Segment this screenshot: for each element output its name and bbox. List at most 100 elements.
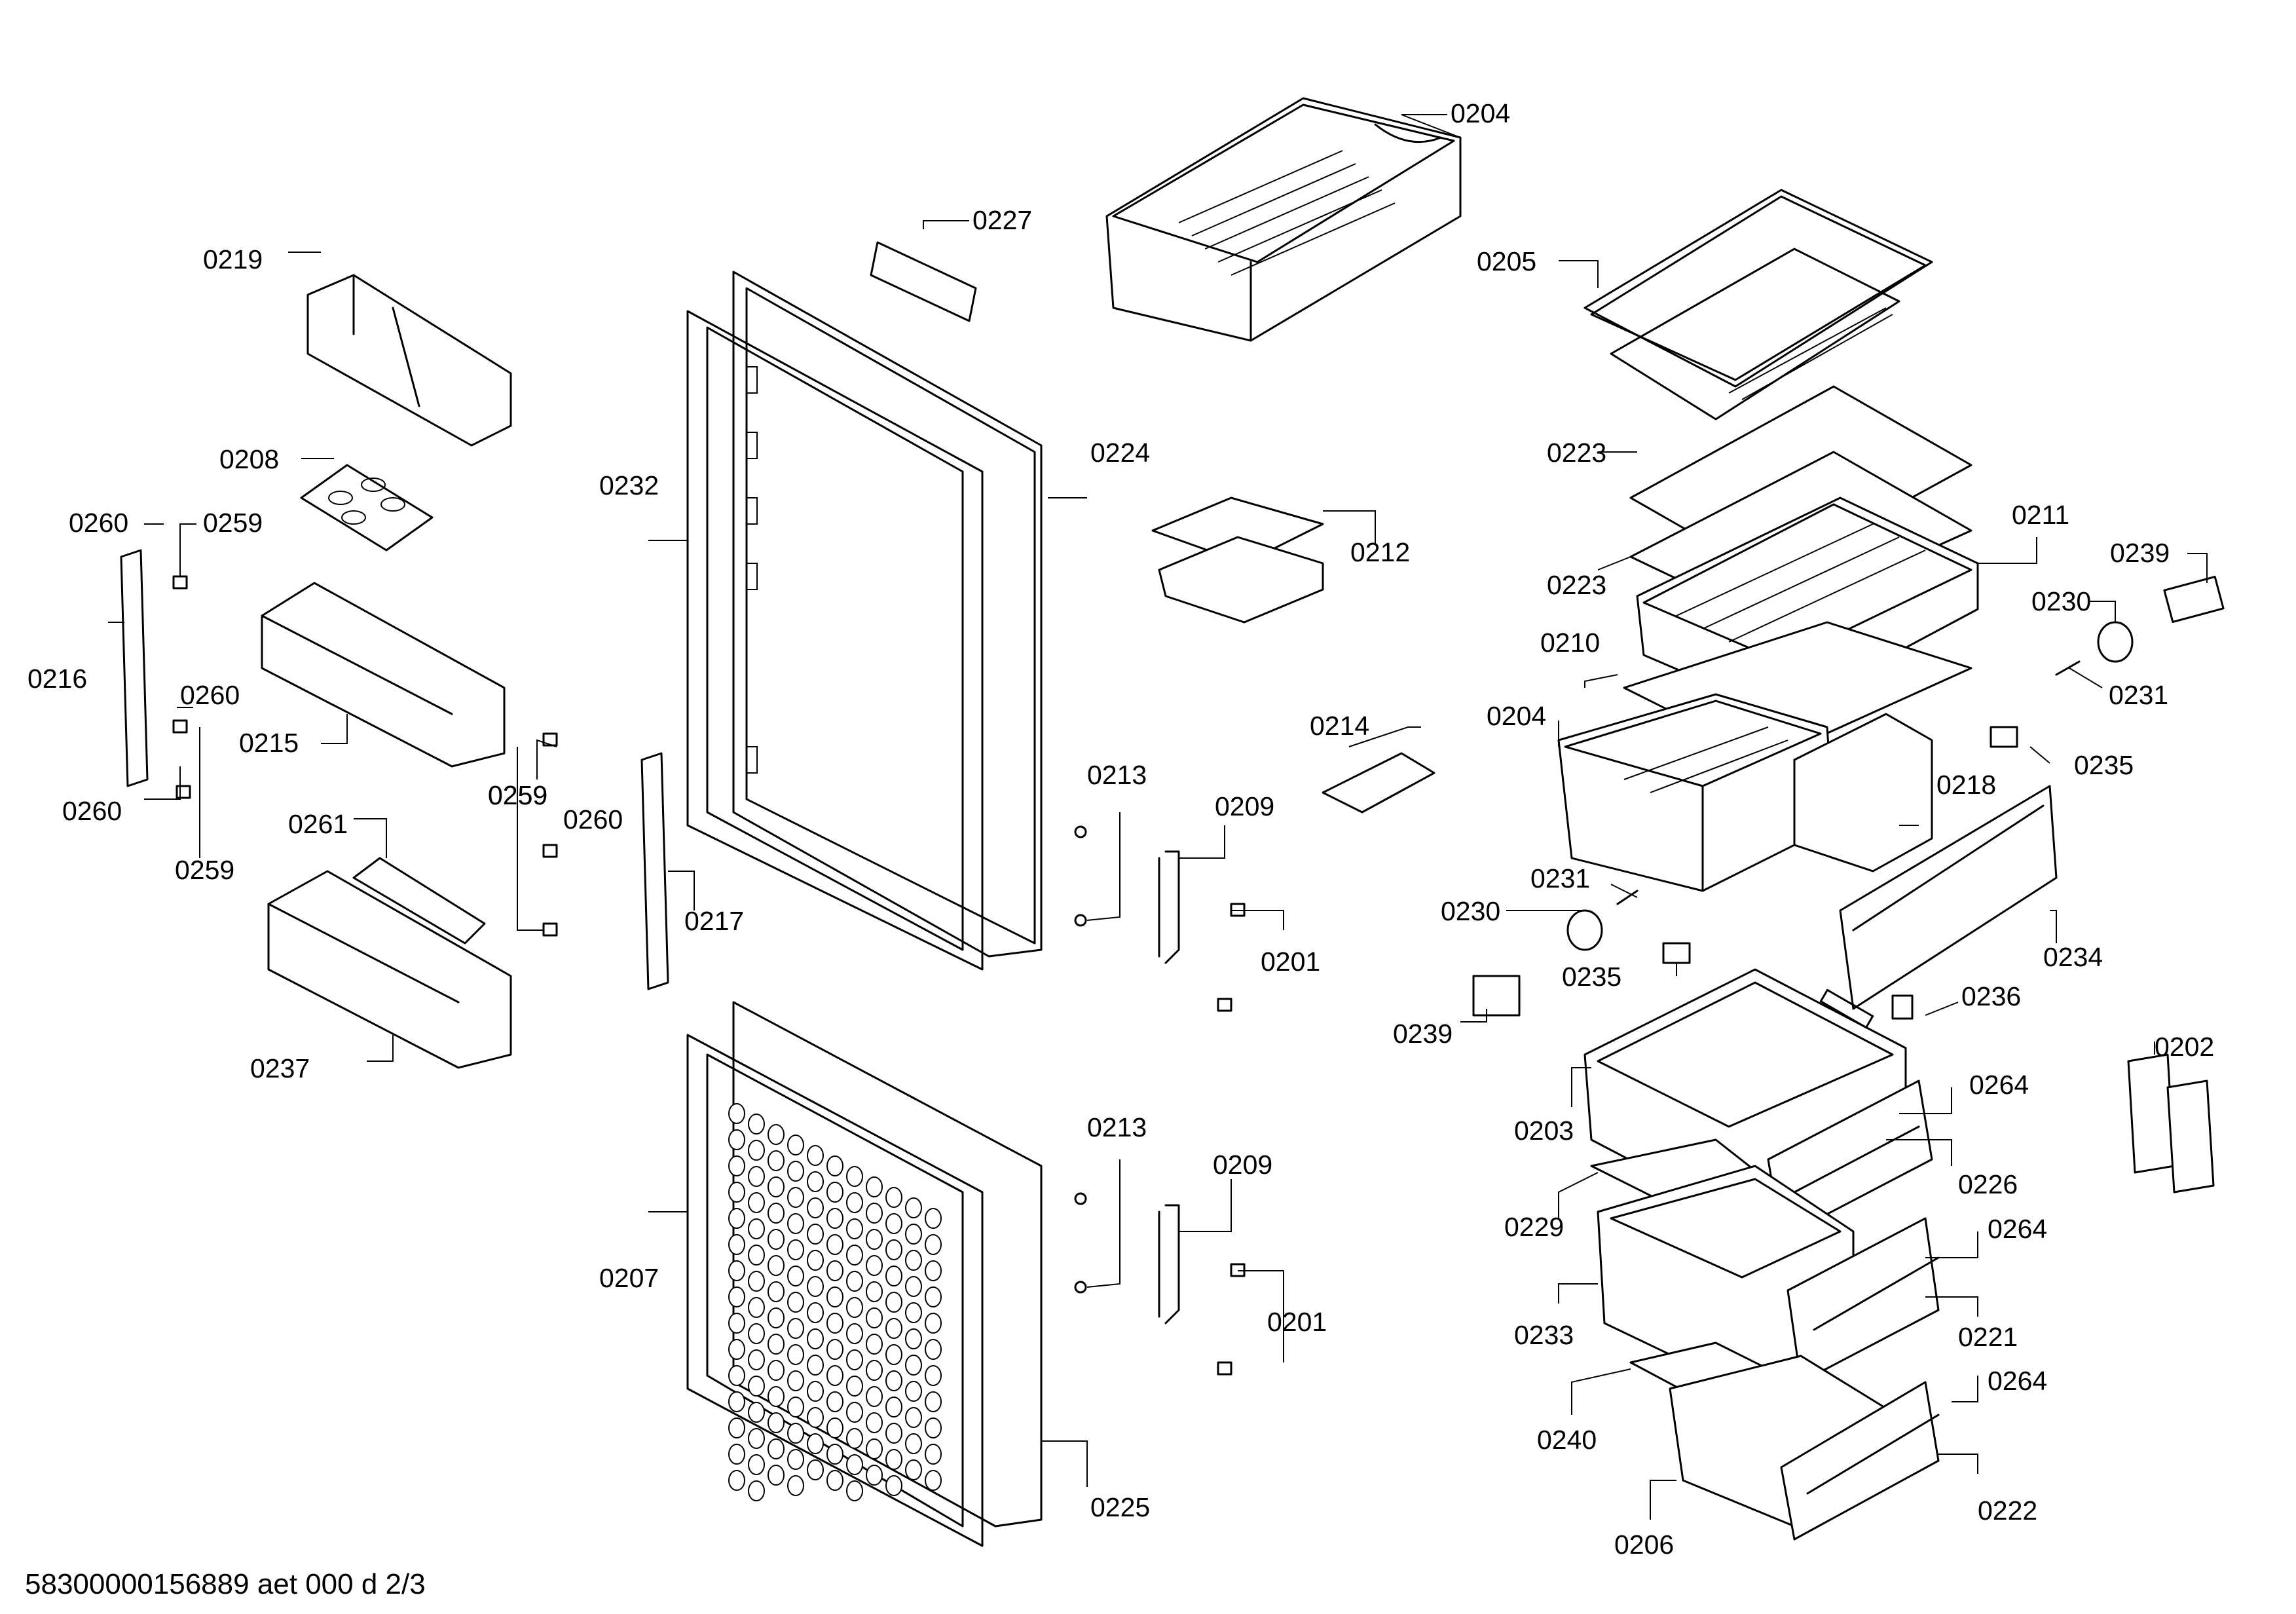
dimple [787,1292,804,1313]
dimple [807,1433,824,1454]
dimple [925,1417,942,1438]
dimple [768,1412,785,1433]
dimple [826,1444,843,1465]
dimple [826,1470,843,1491]
part-label: 0239 [1393,1019,1453,1049]
dimple [787,1370,804,1391]
dimple [728,1391,745,1412]
dimple [885,1370,902,1391]
part-label: 0217 [684,906,744,936]
dimple-pattern [728,1103,942,1501]
dimple [787,1475,804,1496]
dimple [728,1286,745,1307]
dimple [846,1166,863,1187]
dimple [885,1266,902,1286]
part-label: 0211 [2012,500,2069,530]
part-label: 0202 [2155,1032,2214,1062]
part-label: 0239 [2110,538,2170,568]
dimple [768,1465,785,1486]
part-label: 0218 [1936,770,1996,800]
dimple [905,1250,922,1271]
part-label: 0224 [1090,438,1150,468]
part-label: 0260 [563,804,623,835]
dimple [748,1166,765,1187]
dimple [866,1386,883,1407]
dimple [826,1208,843,1229]
part-label: 0232 [599,470,659,500]
part-label: 0264 [1988,1214,2047,1244]
part-label: 0207 [599,1263,659,1293]
part-label: 0234 [2043,942,2103,972]
dimple [748,1454,765,1475]
dimple [787,1239,804,1260]
glass-shelf-frame [1583,189,1933,421]
dimple [905,1302,922,1323]
dimple [925,1260,942,1281]
part-label: 0210 [1540,628,1600,658]
dimple [866,1360,883,1381]
dimple [846,1297,863,1318]
dimple [807,1224,824,1245]
part-label: 0201 [1261,947,1320,977]
dimple [728,1129,745,1150]
dimple [885,1187,902,1208]
dimple [768,1438,785,1459]
leader-lines [108,114,2208,1520]
dimple [807,1381,824,1402]
dimple [728,1234,745,1255]
dimple [748,1271,765,1292]
dimple [925,1444,942,1465]
dimple [728,1339,745,1360]
dimple [826,1313,843,1334]
part-label: 0230 [2031,586,2091,616]
dimple [807,1459,824,1480]
dimple [787,1318,804,1339]
dimple [885,1292,902,1313]
part-label: 0214 [1310,711,1369,741]
dimple [807,1302,824,1323]
dimple [826,1182,843,1203]
dimple [905,1197,922,1218]
dimple [748,1428,765,1449]
part-label: 0231 [1530,863,1590,893]
part-label: 0219 [203,244,263,274]
part-label: 0204 [1487,701,1546,731]
dimple [728,1182,745,1203]
dimple [748,1376,765,1397]
dimple [807,1355,824,1376]
dimple [728,1155,745,1176]
part-label: 0216 [28,664,87,694]
part-label: 0209 [1213,1150,1272,1180]
dimple [748,1349,765,1370]
part-label: 0201 [1267,1307,1327,1337]
part-label: 0235 [2074,750,2134,780]
dimple [905,1224,922,1245]
dimple [866,1334,883,1355]
dimple [866,1438,883,1459]
part-label: 0209 [1215,791,1274,821]
dimple [925,1339,942,1360]
dimple [768,1334,785,1355]
dimple [728,1470,745,1491]
dimple [846,1480,863,1501]
lower-door [686,1001,1043,1547]
part-label: 0229 [1504,1212,1564,1242]
dimple [846,1402,863,1423]
part-label: 0260 [62,796,122,826]
dimple [807,1276,824,1297]
dimple [866,1307,883,1328]
part-label: 0240 [1537,1425,1597,1455]
dimple [787,1213,804,1234]
dimple [905,1328,922,1349]
dimple [826,1391,843,1412]
dimple [905,1276,922,1297]
dimple [728,1313,745,1334]
dimple [925,1208,942,1229]
dimple [846,1376,863,1397]
dimple [728,1260,745,1281]
door-shelves-left [120,274,669,1069]
dimple [905,1381,922,1402]
dimple [807,1328,824,1349]
part-label: 0222 [1978,1495,2037,1526]
part-label: 0264 [1988,1366,2047,1396]
